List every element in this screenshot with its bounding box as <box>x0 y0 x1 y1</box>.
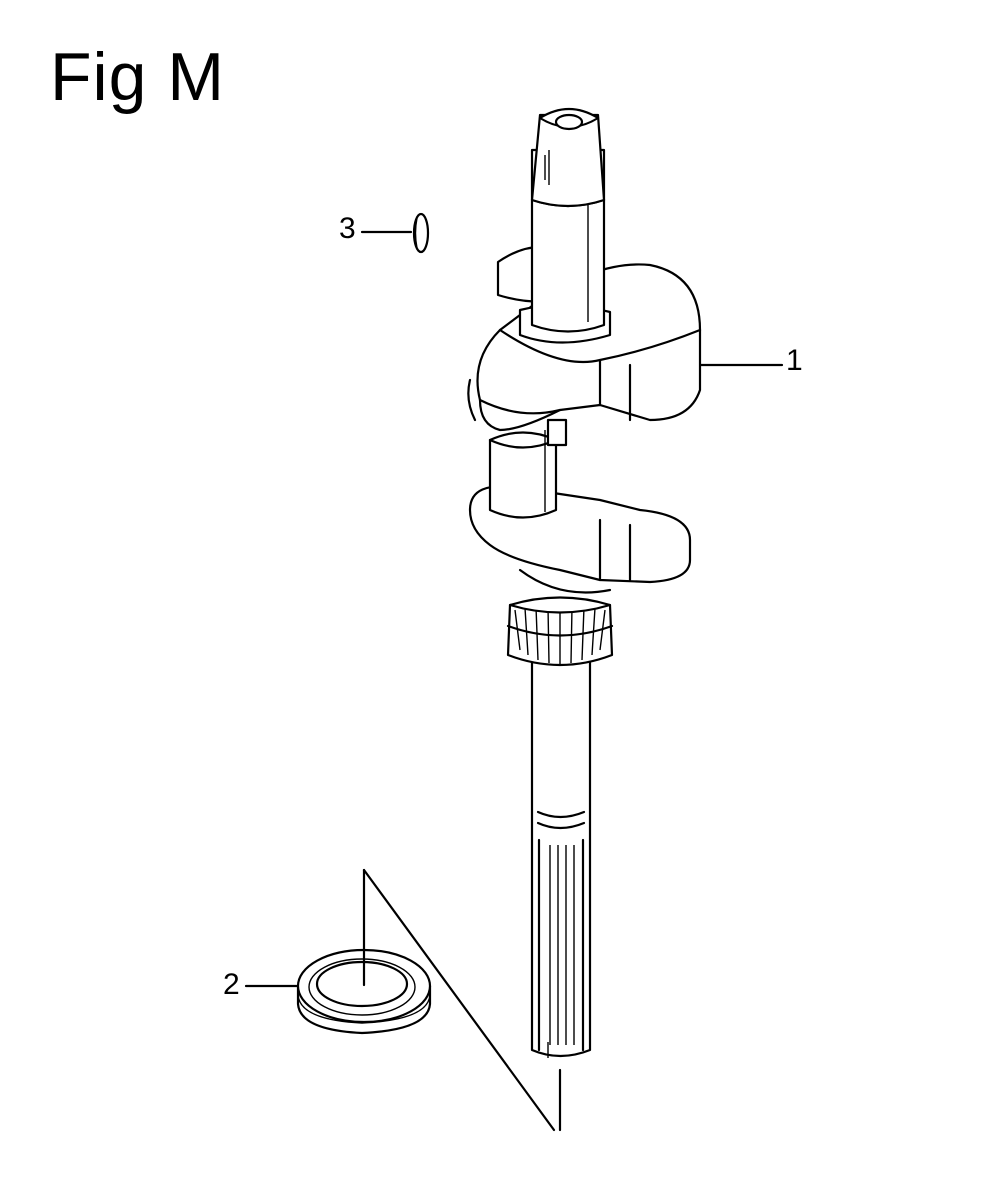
callout-3-label: 3 <box>339 212 356 245</box>
installation-guide <box>362 868 562 1132</box>
callout-2-label: 2 <box>223 968 240 1001</box>
key-part <box>412 212 430 254</box>
leader-lines <box>244 230 784 988</box>
figure-title: Fig M <box>50 39 225 115</box>
crankshaft-part <box>467 108 702 1058</box>
callout-1-label: 1 <box>786 344 803 377</box>
